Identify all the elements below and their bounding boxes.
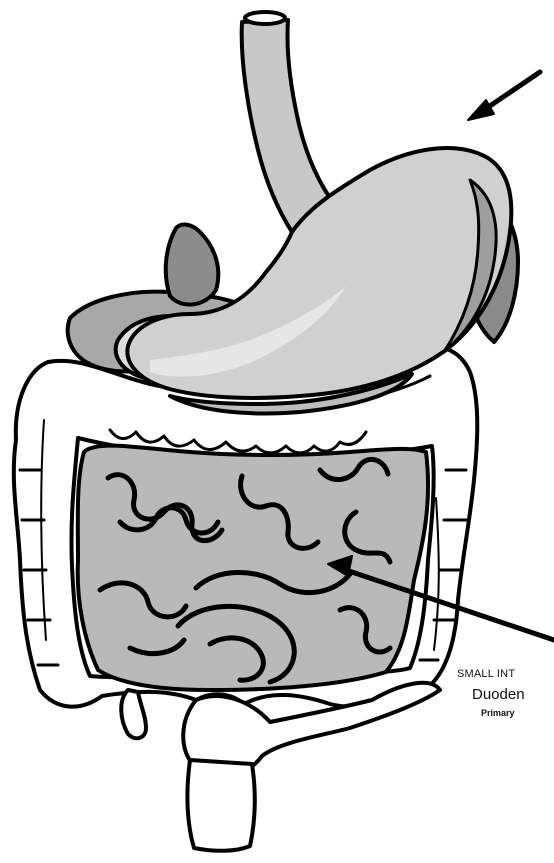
- esophagus-opening: [245, 12, 285, 24]
- small-intestine: [78, 446, 428, 690]
- label-small-intestine: SMALL INT: [457, 668, 515, 680]
- sigmoid-rectum: [121, 683, 440, 851]
- appendix: [121, 690, 146, 738]
- gallbladder: [166, 225, 219, 305]
- label-duodenum: Duoden: [472, 686, 525, 703]
- label-primary: Primary: [481, 708, 515, 718]
- rectum: [187, 760, 254, 851]
